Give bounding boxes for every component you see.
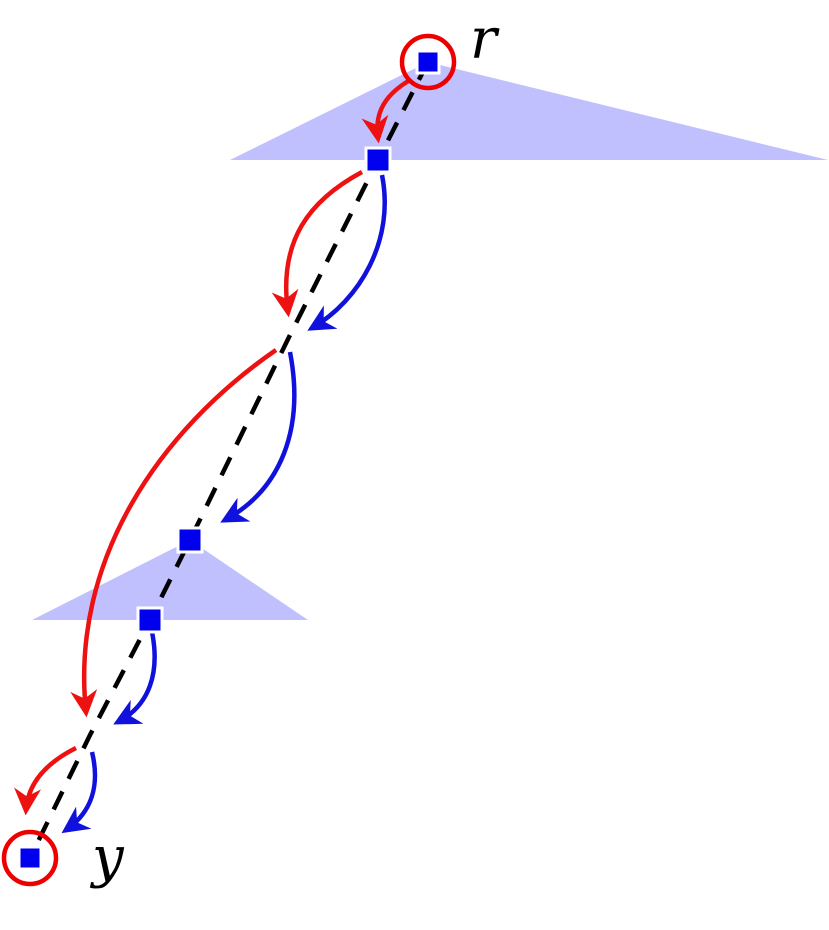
- red-edge-1: [361, 78, 412, 144]
- subtree-triangle-top: [230, 62, 828, 160]
- blue-edge-3: [113, 631, 157, 725]
- node-root: [415, 49, 441, 75]
- blue-edge-4: [61, 751, 98, 834]
- label-root: r: [470, 7, 500, 72]
- target-highlight-circle: [1, 829, 59, 887]
- root-highlight-circle: [399, 33, 457, 91]
- dashed-path: [27, 60, 431, 859]
- node-2: [364, 146, 392, 174]
- red-edge-4: [14, 745, 78, 816]
- red-edge-3: [70, 348, 278, 718]
- label-target: y: [89, 825, 125, 890]
- blue-edge-1: [307, 174, 387, 331]
- node-3: [176, 526, 204, 554]
- node-target: [17, 845, 43, 871]
- red-edge-2: [271, 170, 364, 318]
- blue-edge-2: [220, 351, 297, 523]
- node-4: [136, 606, 164, 634]
